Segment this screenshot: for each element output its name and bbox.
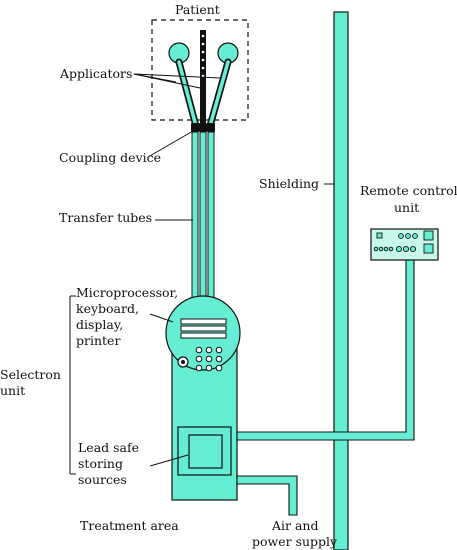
keyboard-keys bbox=[195, 346, 223, 372]
label-air-1: Air and bbox=[271, 518, 318, 533]
label-lead-3: sources bbox=[78, 472, 127, 487]
label-shielding: Shielding bbox=[259, 176, 319, 191]
label-applicators: Applicators bbox=[59, 66, 132, 81]
label-micro-2: keyboard, bbox=[76, 301, 139, 316]
label-lead-1: Lead safe bbox=[78, 440, 139, 455]
display-screen bbox=[180, 318, 227, 339]
label-air-2: power supply bbox=[252, 534, 338, 549]
remote-control-buttons bbox=[373, 230, 434, 254]
label-micro-1: Microprocessor, bbox=[76, 285, 178, 300]
label-coupling-device: Coupling device bbox=[59, 150, 161, 165]
applicator-tubes bbox=[175, 58, 232, 130]
lead-safe-inner bbox=[188, 434, 223, 469]
applicator-center bbox=[200, 30, 206, 128]
label-patient: Patient bbox=[175, 2, 220, 17]
air-power-pipe bbox=[236, 475, 298, 516]
label-remote-control-1: Remote control bbox=[360, 183, 457, 198]
coupling-device bbox=[191, 123, 215, 132]
label-selectron-2: unit bbox=[0, 383, 25, 398]
label-lead-2: storing bbox=[78, 456, 123, 471]
label-treatment-area: Treatment area bbox=[80, 518, 179, 533]
label-remote-control-2: unit bbox=[394, 200, 419, 215]
applicator-center-dots bbox=[201, 34, 205, 78]
leader-lines bbox=[69, 73, 335, 475]
remote-cable bbox=[236, 259, 415, 441]
printer-knob bbox=[177, 356, 189, 368]
label-micro-4: printer bbox=[76, 333, 120, 348]
shielding-wall bbox=[333, 11, 349, 550]
transfer-tubes bbox=[191, 131, 215, 303]
label-micro-3: display, bbox=[76, 317, 123, 332]
label-transfer-tubes: Transfer tubes bbox=[59, 210, 152, 225]
label-selectron-1: Selectron bbox=[0, 367, 61, 382]
